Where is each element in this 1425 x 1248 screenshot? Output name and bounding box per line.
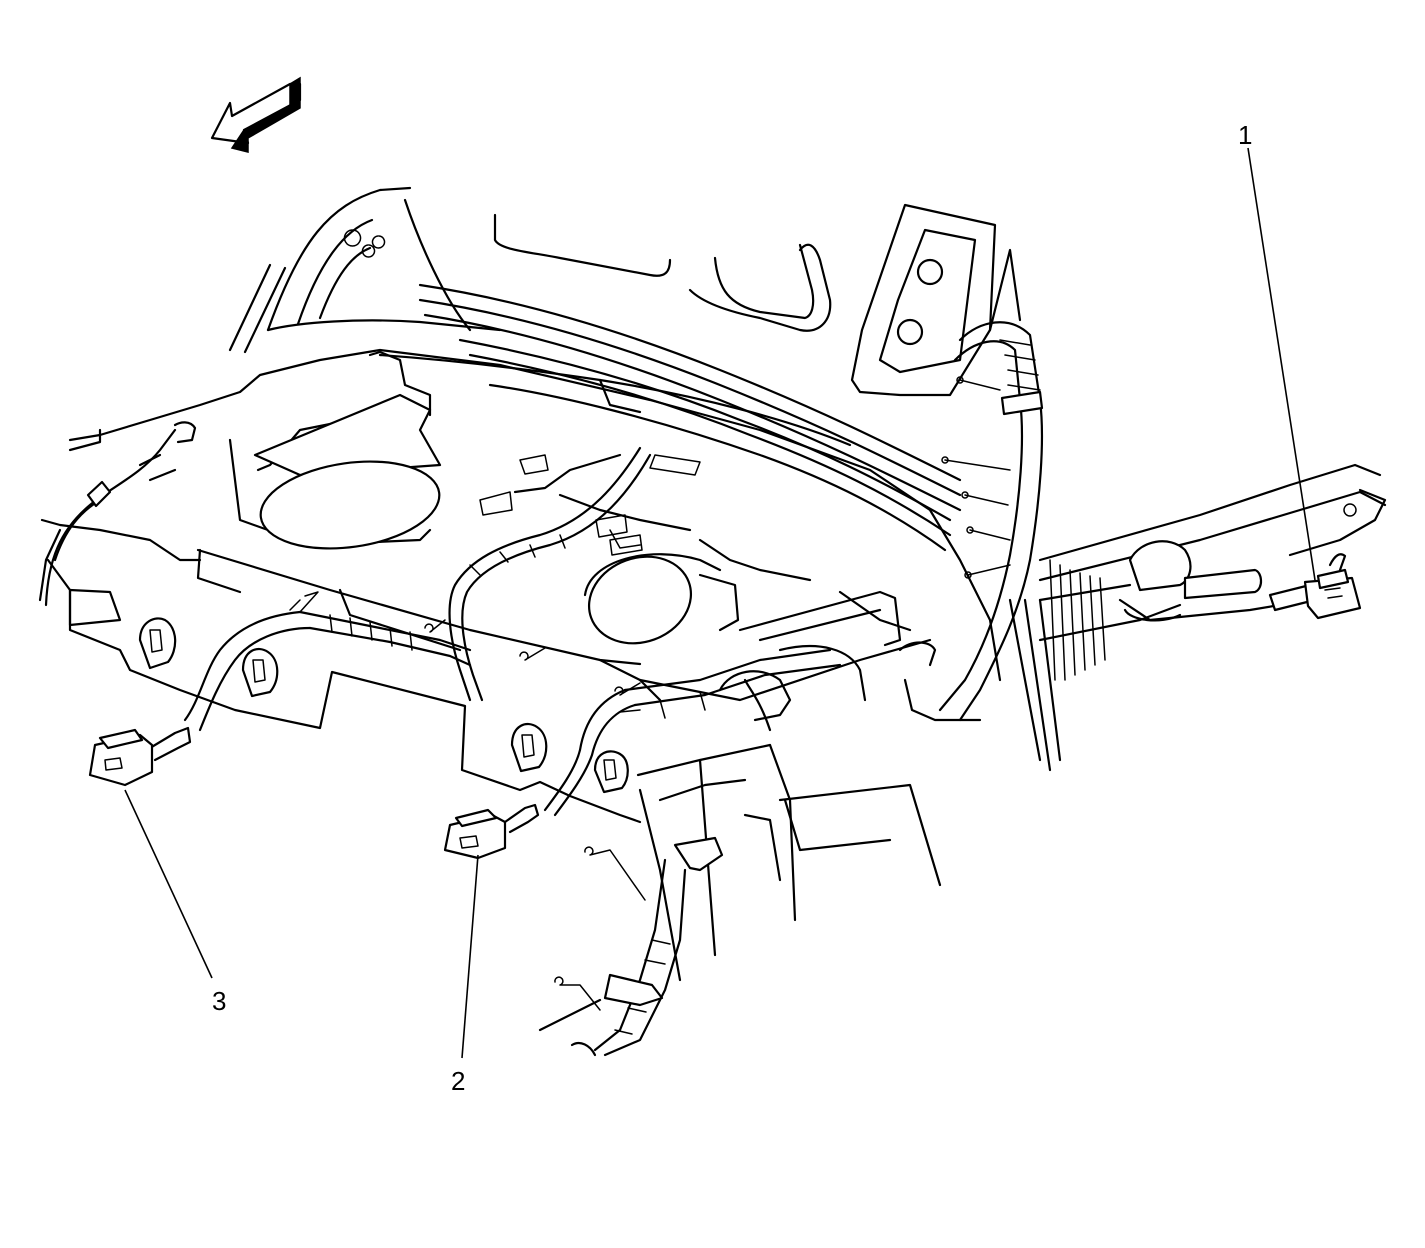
front-direction-arrow-icon [210,76,302,153]
center-harness [448,446,937,817]
floor-pan [38,348,1002,824]
lower-rear-section [538,743,942,1057]
floor-clips [479,454,701,556]
callout-leaders [124,147,1316,1059]
fastener-symbols [289,529,646,1011]
right-frame-rail [1008,463,1387,772]
left-harness [44,421,472,732]
connector-1-icon [1268,553,1362,620]
leader-2 [461,854,479,1059]
rear-harness-bundle [418,283,962,552]
callout-3: 3 [212,986,227,1016]
callout-2: 2 [451,1066,466,1096]
leader-3 [124,789,213,979]
seat-belt-bracket [850,203,1022,397]
callout-1: 1 [1238,120,1253,150]
connector-3-icon [88,726,192,787]
rear-body-panel [228,186,852,447]
connector-2-icon [443,803,540,860]
leader-1 [1247,147,1316,581]
seat-anchors [138,617,629,794]
floor-wells [253,350,740,645]
right-side-harness [938,321,1044,722]
